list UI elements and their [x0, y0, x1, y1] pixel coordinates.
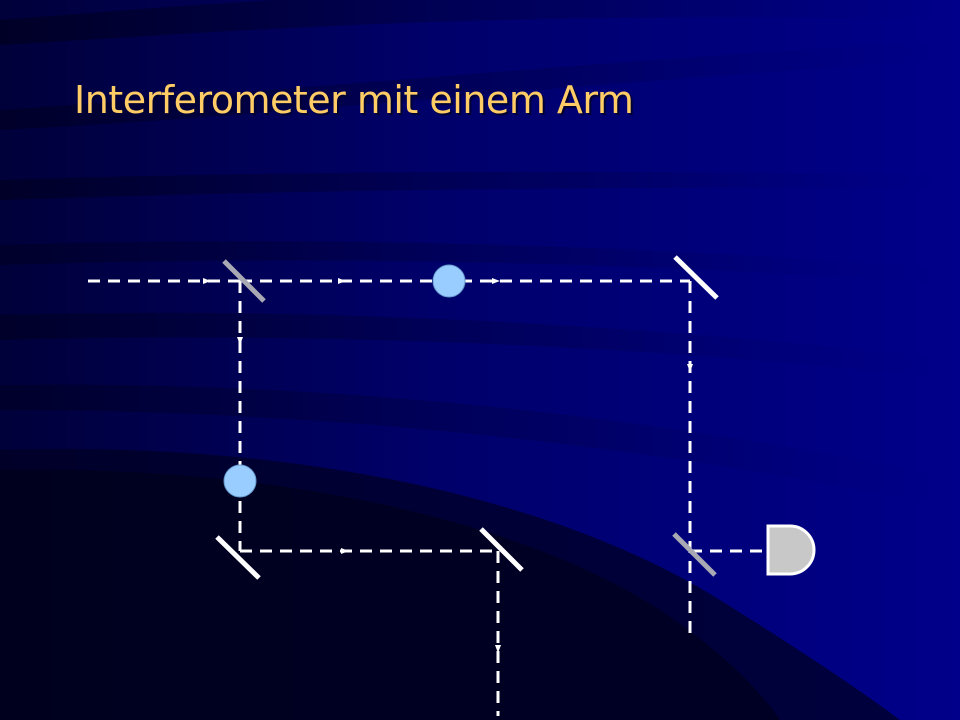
arrow-down-icon — [687, 364, 693, 372]
mirror-bottom-mid — [479, 527, 524, 572]
beam-paths — [88, 279, 770, 716]
optical-elements — [215, 255, 719, 580]
particle-top — [432, 264, 466, 298]
detector — [766, 524, 816, 576]
mirror-bottom-left — [215, 535, 261, 580]
slide-title: Interferometer mit einem Arm — [74, 78, 634, 122]
beamsplitter-2 — [672, 532, 717, 577]
arrow-right-icon — [341, 548, 349, 554]
mirror-top-right — [673, 255, 719, 300]
beamsplitter-1 — [222, 259, 266, 303]
arrow-right-icon — [203, 278, 211, 284]
arrow-down-icon — [495, 645, 501, 653]
beam-arrows — [203, 278, 693, 653]
arrow-right-icon — [492, 278, 500, 284]
particle-left — [223, 464, 257, 498]
arrow-right-icon — [338, 278, 346, 284]
arrow-down-icon — [237, 337, 243, 345]
